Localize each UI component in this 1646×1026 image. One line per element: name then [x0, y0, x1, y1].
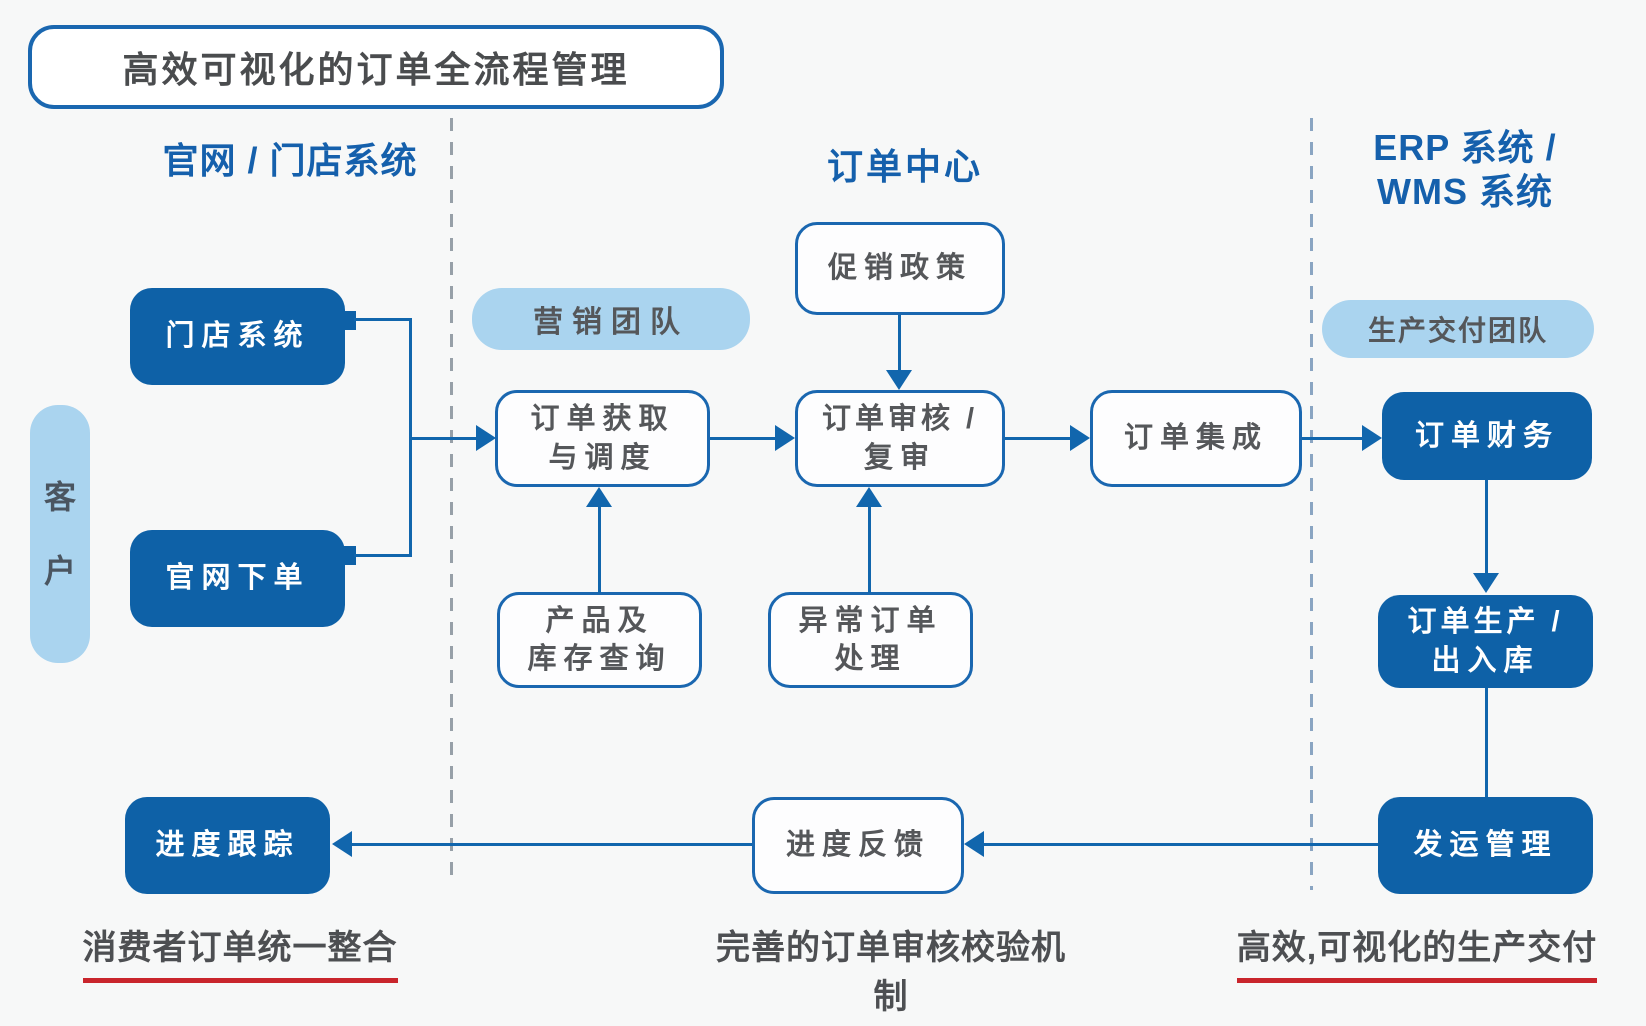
- connector-tab-web-order: [343, 546, 356, 565]
- order-finance-label: 订单财务: [1414, 419, 1559, 452]
- arrowhead-up-into-review: [856, 487, 882, 507]
- arrowhead-into-progress-tracking: [332, 831, 352, 857]
- caption-middle-text: 完善的订单审核校验机制: [700, 920, 1082, 1026]
- exception-order-line1: 异常订单: [798, 604, 943, 637]
- node-product-inventory-query: 产品及 库存查询: [497, 592, 702, 688]
- store-system-label: 门店系统: [165, 320, 310, 353]
- product-inventory-line2: 库存查询: [527, 643, 672, 675]
- order-integration-label: 订单集成: [1123, 422, 1268, 455]
- product-inventory-line1: 产品及: [545, 604, 654, 637]
- node-store-system: 门店系统: [130, 288, 345, 385]
- node-customer: 客 户: [30, 405, 90, 663]
- connector-capture-to-review: [710, 437, 776, 440]
- connector-tab-store-system: [343, 311, 356, 330]
- connector-inventory-to-capture: [598, 507, 601, 593]
- divider-right: [1310, 118, 1313, 890]
- diagram-title: 高效可视化的订单全流程管理: [122, 49, 630, 90]
- shipping-management-label: 发运管理: [1413, 829, 1558, 862]
- node-order-finance: 订单财务: [1382, 392, 1592, 480]
- node-web-order: 官网下单: [130, 530, 345, 627]
- arrowhead-into-order-review: [775, 425, 795, 451]
- caption-left: 消费者订单统一整合: [60, 920, 420, 983]
- node-order-integration: 订单集成: [1090, 390, 1302, 487]
- arrowhead-into-order-finance: [1362, 425, 1382, 451]
- connector-production-to-shipping: [1485, 688, 1488, 797]
- customer-char-2: 户: [43, 553, 76, 589]
- divider-left: [450, 118, 453, 875]
- column-header-web-store: 官网 / 门店系统: [162, 140, 418, 181]
- diagram-title-box: 高效可视化的订单全流程管理: [28, 25, 724, 109]
- connector-finance-to-production: [1485, 480, 1488, 574]
- node-promotion-policy: 促销政策: [795, 222, 1005, 315]
- pill-delivery-team: 生产交付团队: [1322, 300, 1594, 358]
- node-order-review: 订单审核 / 复审: [795, 390, 1005, 487]
- progress-feedback-label: 进度反馈: [785, 829, 930, 862]
- caption-middle: 完善的订单审核校验机制: [700, 920, 1082, 1026]
- web-order-label: 官网下单: [165, 562, 310, 595]
- order-review-line2: 复审: [863, 441, 936, 474]
- caption-left-text: 消费者订单统一整合: [82, 920, 398, 983]
- customer-char-1: 客: [43, 479, 76, 515]
- connector-feedback-to-tracking: [352, 843, 752, 846]
- connector-exception-to-review: [868, 507, 871, 593]
- connector-promotion-to-review: [898, 315, 901, 371]
- order-production-line1: 订单生产 /: [1407, 606, 1564, 639]
- arrowhead-down-into-review: [886, 370, 912, 390]
- connector-review-to-integration: [1005, 437, 1071, 440]
- node-order-production: 订单生产 / 出入库: [1378, 595, 1593, 688]
- marketing-team-label: 营销团队: [533, 306, 689, 339]
- order-capture-line1: 订单获取: [530, 403, 675, 436]
- order-capture-line2: 与调度: [548, 441, 657, 474]
- erp-header-line2: WMS 系统: [1377, 170, 1553, 212]
- node-progress-feedback: 进度反馈: [752, 797, 964, 894]
- connector-weborder-to-junction: [354, 554, 412, 557]
- connector-integration-to-finance: [1302, 437, 1363, 440]
- order-review-line1: 订单审核 /: [821, 403, 979, 436]
- node-exception-order-handling: 异常订单 处理: [768, 592, 973, 688]
- node-shipping-management: 发运管理: [1378, 797, 1593, 894]
- arrowhead-into-order-integration: [1070, 425, 1090, 451]
- arrowhead-into-order-capture: [476, 425, 496, 451]
- caption-right: 高效,可视化的生产交付: [1230, 920, 1604, 983]
- arrowhead-into-progress-feedback: [964, 831, 984, 857]
- progress-tracking-label: 进度跟踪: [155, 829, 300, 862]
- column-header-order-center: 订单中心: [826, 146, 983, 187]
- connector-shipping-to-feedback: [984, 843, 1378, 846]
- node-progress-tracking: 进度跟踪: [125, 797, 330, 894]
- arrowhead-down-into-production: [1473, 573, 1499, 593]
- arrowhead-up-into-capture: [586, 487, 612, 507]
- connector-store-to-junction: [354, 318, 412, 321]
- column-header-erp-wms: ERP 系统 / WMS 系统: [1330, 126, 1600, 214]
- caption-right-text: 高效,可视化的生产交付: [1236, 920, 1598, 983]
- delivery-team-label: 生产交付团队: [1367, 315, 1548, 346]
- pill-marketing-team: 营销团队: [472, 288, 750, 350]
- promotion-policy-label: 促销政策: [827, 252, 972, 285]
- erp-header-line1: ERP 系统 /: [1373, 127, 1557, 168]
- connector-junction-to-capture: [410, 437, 478, 440]
- order-production-line2: 出入库: [1431, 644, 1540, 677]
- node-order-capture: 订单获取 与调度: [495, 390, 710, 487]
- exception-order-line2: 处理: [834, 643, 907, 675]
